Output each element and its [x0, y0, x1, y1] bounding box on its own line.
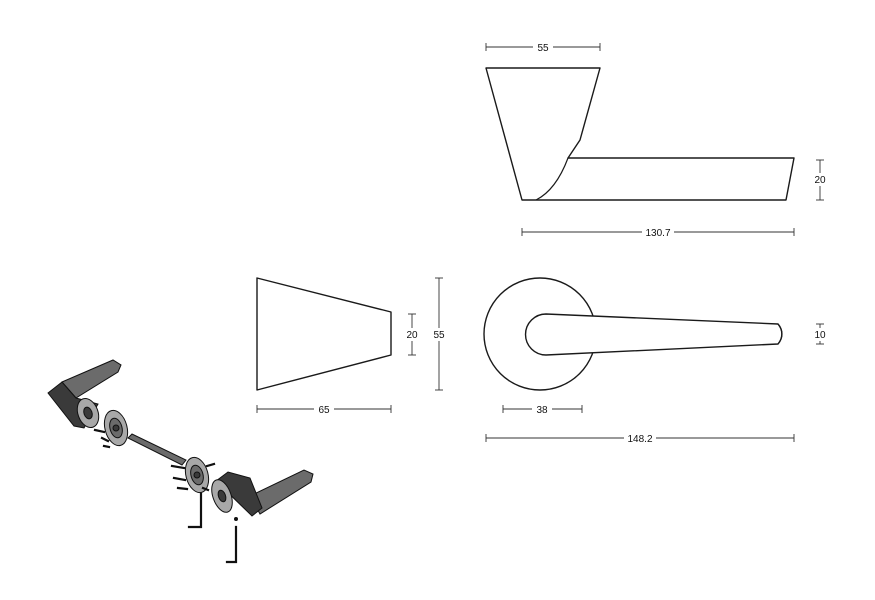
dim-side-small: 20	[404, 313, 420, 356]
dim-side-length-label: 65	[318, 405, 330, 416]
spindle	[127, 433, 187, 466]
allen-key-left	[187, 492, 203, 529]
left-lever-handle	[47, 359, 122, 429]
front-view: 10 38 148.2	[483, 277, 828, 445]
front-view-lever	[524, 313, 783, 356]
dim-top-height-label: 20	[814, 175, 826, 186]
dim-front-rose-label: 38	[536, 405, 548, 416]
top-view-outline	[485, 67, 795, 201]
dim-top-width-label: 55	[537, 43, 549, 54]
side-view: 20 55 65	[256, 277, 447, 416]
dim-side-large: 55	[431, 277, 447, 391]
allen-key-right-tip	[234, 517, 238, 521]
dim-front-rose: 38	[502, 403, 583, 416]
right-lever-handle	[211, 469, 314, 517]
top-view: 55 20 130.7	[485, 41, 828, 239]
side-view-outline	[256, 277, 392, 391]
allen-key-right	[225, 517, 238, 564]
dim-front-total-label: 148.2	[627, 434, 652, 445]
dim-top-length-label: 130.7	[645, 228, 670, 239]
right-rose-plate	[170, 456, 216, 494]
left-rose-plate	[93, 409, 129, 449]
dim-top-length: 130.7	[521, 226, 795, 239]
dim-side-small-label: 20	[406, 330, 418, 341]
top-view-curve	[535, 157, 569, 201]
dim-side-length: 65	[256, 403, 392, 416]
dim-top-height: 20	[812, 159, 828, 201]
dim-front-tip-label: 10	[814, 330, 826, 341]
dim-top-width: 55	[485, 41, 601, 54]
exploded-assembly	[47, 359, 314, 564]
front-view-lever-tip	[777, 323, 783, 345]
dim-side-large-label: 55	[433, 330, 445, 341]
dim-front-tip: 10	[812, 323, 828, 345]
dim-front-total: 148.2	[485, 432, 795, 445]
